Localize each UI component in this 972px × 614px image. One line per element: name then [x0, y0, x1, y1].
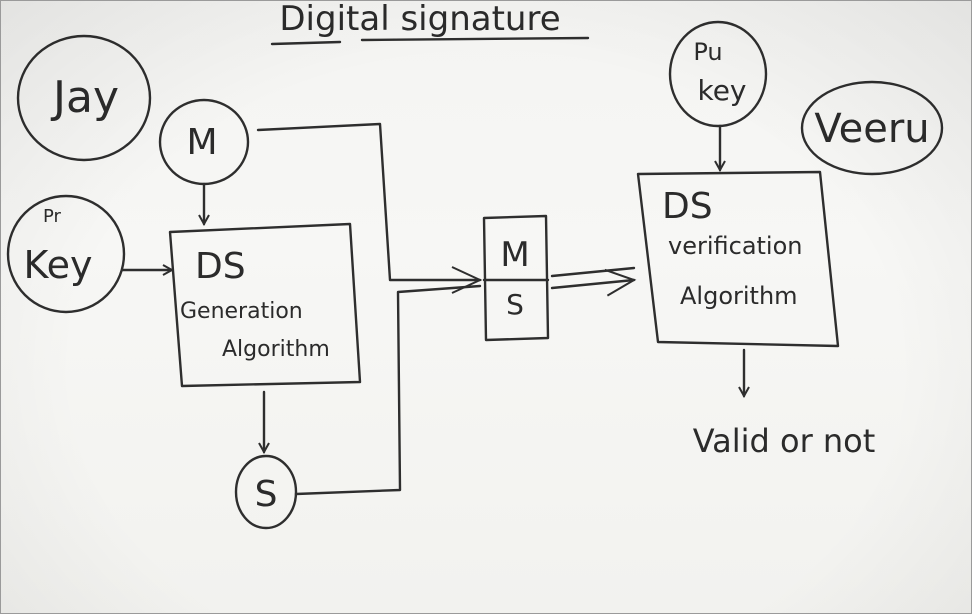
packet-box: [482, 214, 550, 342]
verification-line3: Algorithm: [680, 282, 798, 310]
packet-message: M: [500, 235, 529, 275]
line-message-to-packet: [256, 122, 483, 294]
message-label: M: [186, 122, 217, 163]
generation-line1: DS: [195, 246, 246, 287]
generation-line3: Algorithm: [222, 337, 330, 362]
receiver-circle: [800, 80, 944, 176]
verification-result: Valid or not: [693, 422, 876, 460]
public-key-label: key: [697, 74, 746, 107]
public-key-prefix: Pu: [693, 38, 722, 66]
private-key-prefix: Pr: [43, 206, 62, 227]
arrow-packet-to-verification: [550, 268, 637, 297]
sender-circle: [16, 34, 152, 162]
signature-circle: [234, 454, 298, 530]
verification-line2: verification: [668, 232, 803, 260]
sender-name: Jay: [50, 72, 119, 123]
verification-line1: DS: [662, 186, 713, 227]
public-key-circle: [668, 20, 768, 128]
line-signature-to-packet: [294, 284, 482, 496]
generation-line2: Generation: [180, 299, 303, 324]
title-underline-left: [270, 40, 342, 46]
arrow-packet-upper: [550, 266, 636, 278]
receiver-name: Veeru: [814, 106, 929, 152]
signature-label: S: [255, 474, 278, 515]
packet-signature: S: [506, 288, 524, 321]
verification-box: [636, 170, 840, 348]
private-key-label: Key: [24, 243, 93, 287]
private-key-circle: [6, 194, 126, 314]
title-underline-right: [360, 36, 590, 42]
generation-box: [168, 222, 362, 388]
diagram-title: Digital signature: [279, 0, 560, 39]
